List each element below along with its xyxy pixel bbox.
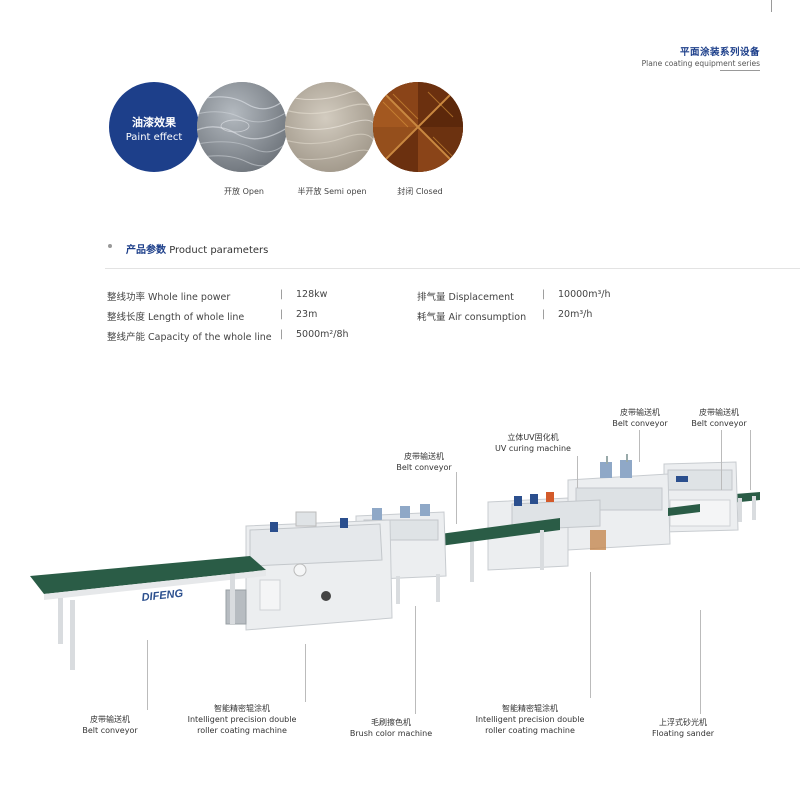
callout-en: Belt conveyor [82, 726, 138, 735]
callout-en: Belt conveyor [691, 419, 747, 428]
swatch-semi-open-image [285, 82, 375, 172]
swatch-closed-label: 封闭 Closed [397, 187, 443, 196]
paint-effect-title-cn: 油漆效果 [132, 116, 176, 129]
param-label-air-consumption: 耗气量 Air consumption [417, 312, 527, 323]
product-parameters-title: 产品参数 Product parameters [126, 241, 268, 256]
callout-belt-conveyor-left: 皮带输送机 Belt conveyor [78, 714, 142, 736]
callout-roller-coater-2: 智能精密辊涂机 Intelligent precision double rol… [470, 703, 590, 736]
callout-en: UV curing machine [495, 444, 571, 453]
callout-en: Belt conveyor [612, 419, 668, 428]
callout-brush-color: 毛刷擦色机 Brush color machine [346, 717, 436, 739]
callout-uv-curing: 立体UV固化机 UV curing machine [488, 432, 578, 454]
brand-logo: DIFENG [141, 588, 184, 604]
callout-cn: 皮带输送机 [404, 452, 444, 461]
callout-cn: 上浮式砂光机 [659, 718, 707, 727]
paint-effect-title-en: Paint effect [125, 132, 183, 143]
callout-line [750, 430, 751, 490]
param-separator: | [542, 309, 546, 320]
belt-conveyor-left [30, 556, 266, 670]
callout-line [700, 610, 701, 714]
param-label-whole-line-power: 整线功率 Whole line power [107, 292, 231, 303]
callout-en: Brush color machine [349, 729, 433, 738]
param-value-capacity: 5000m²/8h [296, 329, 349, 340]
callout-en: roller coating machine [197, 726, 287, 735]
coating-line-illustration: DIFENG [30, 454, 760, 670]
callout-line [147, 640, 148, 710]
section-bullet [108, 244, 112, 248]
callout-en: Intelligent precision double [475, 715, 585, 724]
param-separator: | [542, 289, 546, 300]
param-separator: | [280, 309, 284, 320]
product-parameters-title-en: Product parameters [169, 245, 269, 256]
callout-line [456, 472, 457, 524]
callout-line [305, 644, 306, 702]
callout-cn: 皮带输送机 [620, 408, 660, 417]
belt-conveyor-middle [440, 518, 560, 582]
callout-cn: 智能精密辊涂机 [214, 704, 270, 713]
param-value-displacement: 10000m³/h [558, 289, 611, 300]
callout-en: Floating sander [651, 729, 715, 738]
callout-belt-conveyor-3: 皮带输送机 Belt conveyor [600, 407, 680, 429]
callout-cn: 立体UV固化机 [507, 433, 559, 442]
callout-line [577, 456, 578, 488]
param-label-displacement: 排气量 Displacement [417, 292, 514, 303]
swatch-closed-image [373, 82, 463, 172]
section-divider [105, 268, 800, 269]
param-value-air-consumption: 20m³/h [558, 309, 593, 320]
callout-en: Intelligent precision double [187, 715, 297, 724]
paint-effect-badge: 油漆效果 Paint effect [109, 82, 199, 172]
product-parameters-title-cn: 产品参数 [126, 245, 166, 256]
callout-belt-conveyor-middle: 皮带输送机 Belt conveyor [384, 451, 464, 473]
swatch-semi-open-label: 半开放 Semi open [297, 187, 367, 196]
callout-line [590, 572, 591, 698]
param-label-capacity: 整线产能 Capacity of the whole line [107, 332, 272, 343]
series-title-cn: 平面涂装系列设备 [679, 47, 760, 58]
callout-line [721, 430, 722, 490]
swatch-open-image [197, 82, 287, 172]
callout-floating-sander: 上浮式砂光机 Floating sander [646, 717, 720, 739]
callout-roller-coater-1: 智能精密辊涂机 Intelligent precision double rol… [182, 703, 302, 736]
param-label-length: 整线长度 Length of whole line [107, 312, 245, 323]
param-value-length: 23m [296, 309, 318, 320]
callout-cn: 皮带输送机 [699, 408, 739, 417]
callout-line [639, 430, 640, 462]
param-separator: | [280, 289, 284, 300]
param-value-whole-line-power: 128kw [296, 289, 328, 300]
param-separator: | [280, 329, 284, 340]
top-divider-line [771, 0, 772, 12]
callout-cn: 皮带输送机 [90, 715, 130, 724]
series-title-en: Plane coating equipment series [641, 59, 760, 68]
floating-sander-machine [663, 461, 739, 533]
roller-coater-1-machine [225, 511, 393, 631]
series-underline [720, 70, 760, 71]
callout-en: roller coating machine [485, 726, 575, 735]
callout-line [415, 606, 416, 714]
swatch-open-label: 开放 Open [224, 187, 264, 196]
callout-cn: 毛刷擦色机 [371, 718, 411, 727]
callout-cn: 智能精密辊涂机 [502, 704, 558, 713]
callout-belt-conveyor-4: 皮带输送机 Belt conveyor [684, 407, 754, 429]
callout-en: Belt conveyor [396, 463, 452, 472]
